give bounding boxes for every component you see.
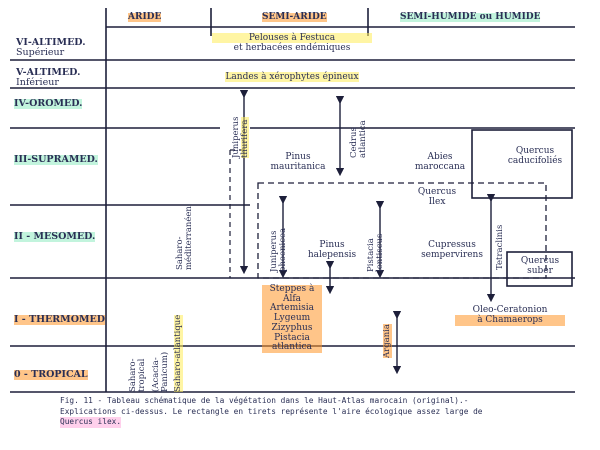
cell-juniperus-phoenicea: Juniperus phoenicea — [269, 227, 288, 272]
cell-cupressus-line1: Cupressus — [428, 240, 476, 250]
cell-pelouses-line2: et herbacées endémiques — [233, 43, 351, 54]
cell-acacia-panicum: (Acacia- Panicum) — [151, 351, 170, 392]
cell-landes-text: Landes à xérophytes épineux — [225, 72, 359, 82]
caption-line3: Quercus ilex. — [60, 417, 122, 428]
box-quercus-ilex-dashed — [257, 182, 547, 279]
box-quercus-suber — [506, 251, 573, 287]
cell-quercus-ilex-line1: Quercus — [417, 187, 457, 197]
level-alt-inf: V-ALTIMED. Inférieur — [16, 68, 80, 88]
cell-steppes-line3: Artemisia — [262, 304, 322, 315]
cell-pinus-mauritanica: Pinus mauritanica — [268, 152, 328, 173]
cell-quercus-suber-line1: Quercus — [520, 256, 560, 266]
cell-steppes: Steppes à Alfa Artemisia Lygeum Zizyphus… — [262, 284, 322, 354]
cell-steppes-line5: Zizyphus — [262, 323, 322, 334]
cell-quercus-caducifolies: Quercus caducifoliés — [500, 146, 570, 167]
figure-caption: Fig. 11 - Tableau schématique de la végé… — [60, 396, 580, 428]
cell-acacia-line2: Panicum) — [159, 351, 170, 392]
cell-steppes-line2: Alfa — [262, 294, 322, 305]
level-alt-sup-line2: Supérieur — [16, 46, 65, 58]
level-alt-sup-line1: VI-ALTIMED. — [16, 37, 86, 48]
cell-steppes-line4: Lygeum — [262, 313, 322, 324]
cell-saharo-atlantique: Saharo-atlantique — [173, 314, 183, 392]
cell-oleo-ceratonion: Oleo-Ceratonion à Chamaerops — [455, 305, 565, 326]
cell-cedrus-line2: atlantica — [357, 120, 368, 158]
cell-juniperus-thurifera: Juniperus thurifera — [231, 116, 250, 158]
level-alt-inf-line2: Inférieur — [16, 76, 59, 88]
level-thermomed: I - THERMOMED — [14, 314, 105, 325]
cell-juniperus-thurifera-line2: thurifera — [240, 116, 250, 158]
cell-pinus-halepensis: Pinus halepensis — [302, 240, 362, 261]
cell-juniperus-phoen-line2: phoenicea — [277, 227, 288, 272]
col-arid: ARIDE — [128, 12, 162, 23]
cell-argania: Argania — [382, 324, 392, 358]
cell-pistacia-lentiscus: Pistacia lentiscus — [366, 233, 385, 272]
cell-saharo-mediterraneen: Saharo- méditerranéen — [175, 206, 194, 270]
cell-landes: Landes à xérophytes épineux — [212, 72, 372, 82]
caption-line2: Explications ci-dessus. Le rectangle en … — [60, 406, 483, 416]
cell-cupressus: Cupressus sempervirens — [412, 240, 492, 261]
col-semi-arid: SEMI-ARIDE — [262, 12, 327, 23]
cell-abies-line1: Abies — [427, 152, 453, 162]
cell-pistacia-line2: lentiscus — [374, 233, 385, 272]
cell-cedrus: Cedrus atlantica — [349, 120, 368, 158]
cell-steppes-line7: atlantica — [262, 343, 322, 354]
cell-quercus-ilex-line2: Ilex — [428, 197, 446, 208]
level-supramed: III-SUPRAMED. — [14, 154, 98, 165]
cell-pelouses-line1: Pelouses à Festuca — [212, 33, 372, 44]
level-alt-inf-line1: V-ALTIMED. — [16, 67, 81, 78]
cell-pinus-hal-line1: Pinus — [319, 240, 345, 250]
level-oromed: IV-OROMED. — [14, 98, 83, 109]
cell-tetraclinis-text: Tetraclinis — [495, 224, 505, 270]
cell-steppes-line6: Pistacia — [262, 333, 322, 344]
level-alt-sup: VI-ALTIMED. Supérieur — [16, 38, 86, 58]
box-quercus-caduc — [471, 129, 573, 199]
cell-cupressus-line2: sempervirens — [421, 250, 483, 261]
cell-saharo-med-line2: méditerranéen — [183, 206, 194, 270]
cell-quercus-cad-line1: Quercus — [515, 146, 555, 156]
cell-quercus-suber: Quercus suber — [510, 256, 570, 277]
level-tropical: 0 - TROPICAL — [14, 369, 88, 380]
cell-pelouses: Pelouses à Festuca et herbacées endémiqu… — [212, 33, 372, 54]
col-semi-humid: SEMI-HUMIDE ou HUMIDE — [400, 12, 541, 23]
cell-pinus-hal-line2: halepensis — [307, 250, 357, 261]
cell-pinus-maur-line1: Pinus — [285, 152, 311, 162]
cell-saharo-tropical: Saharo- tropical — [128, 358, 147, 393]
cell-abies: Abies maroccana — [410, 152, 470, 173]
cell-quercus-cad-line2: caducifoliés — [507, 156, 563, 167]
cell-quercus-ilex: Quercus Ilex — [412, 187, 462, 208]
cell-oleo-line2: à Chamaerops — [455, 315, 565, 326]
cell-quercus-suber-line2: suber — [527, 266, 553, 277]
caption-line1: Fig. 11 - Tableau schématique de la végé… — [60, 396, 469, 405]
cell-pinus-maur-line2: mauritanica — [270, 162, 326, 173]
cell-steppes-line1: Steppes à — [262, 284, 322, 295]
level-mesomed: II - MESOMED. — [14, 231, 96, 242]
cell-tetraclinis: Tetraclinis — [495, 224, 505, 270]
cell-oleo-line1: Oleo-Ceratonion — [472, 305, 548, 315]
cell-abies-line2: maroccana — [414, 162, 466, 173]
cell-saharo-trop-line2: tropical — [136, 358, 147, 392]
